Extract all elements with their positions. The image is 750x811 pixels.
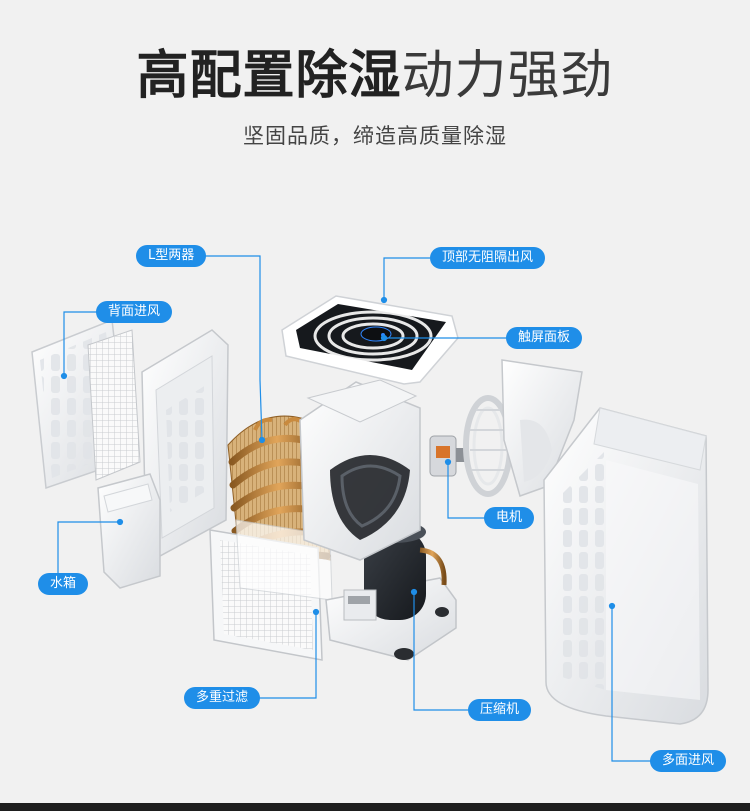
top-outlet-panel bbox=[281, 295, 459, 385]
motor bbox=[429, 435, 466, 477]
bottom-band bbox=[0, 803, 750, 811]
callout-back-inlet: 背面进风 bbox=[96, 301, 173, 323]
headline-bold: 高配置除湿 bbox=[136, 46, 402, 106]
callout-filter: 多重过滤 bbox=[184, 687, 261, 709]
water-tank bbox=[97, 473, 161, 589]
rear-frame bbox=[141, 329, 229, 557]
callout-top-outlet: 顶部无阻隔出风 bbox=[430, 247, 546, 269]
subheadline: 坚固品质，缔造高质量除湿 bbox=[243, 124, 507, 148]
callout-touch-panel: 触屏面板 bbox=[506, 327, 583, 349]
callout-side-inlet: 多面进风 bbox=[650, 750, 727, 772]
electrical-box bbox=[343, 589, 377, 621]
leader-lines bbox=[57, 255, 656, 762]
callout-motor: 电机 bbox=[484, 507, 535, 529]
headline-light: 动力强劲 bbox=[401, 46, 614, 106]
fan-housing bbox=[299, 379, 421, 561]
front-shell bbox=[543, 407, 709, 725]
multi-filter bbox=[209, 519, 333, 661]
back-mesh-filter bbox=[87, 329, 141, 481]
headline: 高配置除湿动力强劲 bbox=[0, 44, 750, 108]
callout-compressor: 压缩机 bbox=[468, 699, 532, 721]
callout-water-tank: 水箱 bbox=[38, 573, 89, 595]
callout-l-type-exchanger: L型两器 bbox=[136, 245, 207, 267]
